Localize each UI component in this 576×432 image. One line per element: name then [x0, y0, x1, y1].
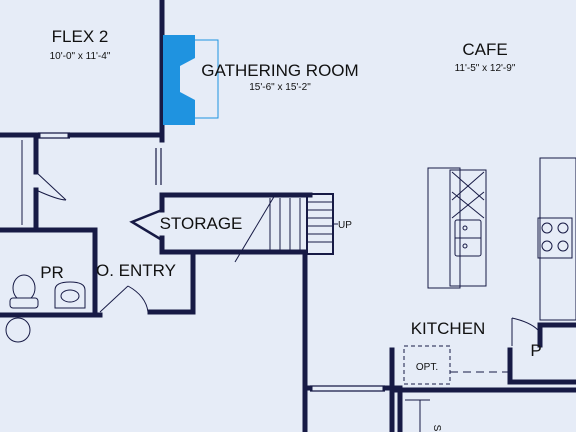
- cafe-name: CAFE: [462, 40, 507, 59]
- lower-stairs: [405, 399, 430, 432]
- toilet-bowl: [12, 274, 36, 302]
- kitchen-opt-area: [403, 345, 512, 385]
- gathering-name: GATHERING ROOM: [201, 61, 358, 80]
- stairs: [234, 193, 338, 263]
- toilet-tank: [9, 297, 39, 309]
- kitchen-island: [427, 167, 487, 289]
- opt-label: OPT.: [416, 362, 438, 373]
- openings: [38, 132, 385, 392]
- island-counter: [427, 167, 461, 289]
- kitchen-counter: [537, 157, 576, 321]
- water-heater: [5, 317, 31, 343]
- cafe-size: 11'-5" x 12'-9": [455, 63, 516, 74]
- fireplace: [163, 35, 219, 125]
- owners-entry-name: O. ENTRY: [96, 261, 176, 280]
- powder-fixtures: [5, 274, 86, 343]
- pantry-name: P: [530, 341, 541, 360]
- storage-door: [129, 208, 163, 242]
- partial-lower-label: S: [431, 425, 442, 432]
- stairs-up-label: UP: [338, 220, 352, 231]
- flex2-size: 10'-0" x 11'-4": [50, 51, 111, 62]
- entry-door: [99, 285, 149, 313]
- island-inner: [449, 169, 487, 287]
- fireplace-firebox: [180, 58, 195, 100]
- sink-basin: [60, 289, 80, 303]
- closet-door: [35, 171, 67, 201]
- pantry-door: [511, 317, 539, 346]
- powder-name: PR: [40, 263, 64, 282]
- kitchen-name: KITCHEN: [411, 319, 486, 338]
- gathering-size: 15'-6" x 15'-2": [249, 82, 311, 93]
- storage-name: STORAGE: [160, 214, 243, 233]
- flex2-name: FLEX 2: [52, 27, 109, 46]
